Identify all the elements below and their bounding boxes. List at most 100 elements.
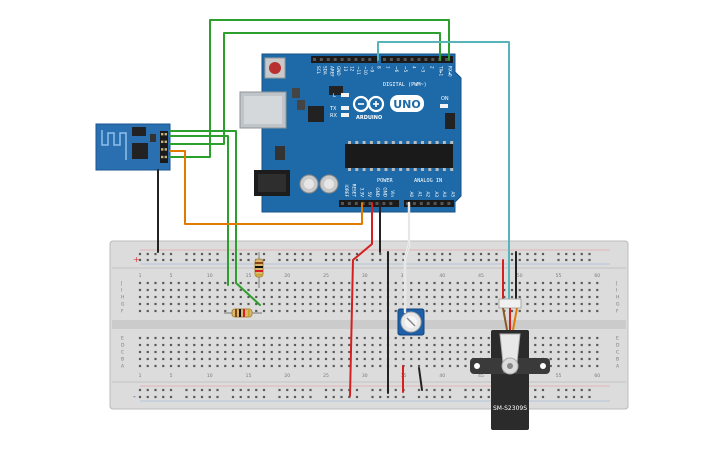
row-letter: D	[616, 343, 620, 349]
column-number: 1	[139, 273, 142, 279]
rail-plus-label: +	[133, 255, 140, 264]
column-number: 55	[556, 373, 562, 379]
bottom-pin-label: Vin	[390, 190, 395, 197]
row-letter: A	[616, 364, 620, 370]
row-letter: I	[121, 288, 122, 294]
bottom-pin-label: GND	[383, 187, 388, 197]
row-letter: I	[616, 288, 617, 294]
wire-black-pot[interactable]	[418, 367, 423, 391]
top-pin-label: ~6	[394, 66, 399, 73]
esp-header	[160, 131, 168, 163]
power-header-label: POWER	[377, 178, 393, 184]
rail-minus-label: -	[133, 392, 136, 401]
bottom-pin-label: RESET	[352, 184, 357, 198]
potentiometer[interactable]	[397, 308, 425, 336]
column-number: 60	[594, 273, 600, 279]
wire-red-5v[interactable]	[349, 202, 373, 397]
wire-orange-3v3[interactable]	[169, 150, 363, 225]
row-letter: A	[121, 364, 125, 370]
column-number: 5	[170, 273, 173, 279]
arduino-logo-icon	[352, 95, 385, 113]
top-pin-label: GND	[336, 66, 341, 76]
bottom-pin-label: A4	[442, 191, 447, 197]
tx-led-label: TX	[329, 106, 337, 112]
top-pin-label: 12	[350, 66, 355, 72]
top-pin-label: 4	[412, 66, 417, 69]
servo-label: SM-S2309S	[493, 405, 527, 412]
bottom-pin-label: A0	[409, 191, 414, 197]
column-number: 20	[284, 273, 290, 279]
column-number: 60	[594, 373, 600, 379]
on-led-label: ON	[441, 96, 449, 102]
top-pin-label: ~9	[370, 66, 375, 73]
row-letter: H	[121, 295, 124, 301]
resistor-horizontal[interactable]	[224, 308, 262, 318]
row-letter: F	[121, 309, 124, 315]
wire-green-bb2[interactable]	[169, 130, 261, 306]
column-number: 10	[207, 273, 213, 279]
digital-header-high	[311, 56, 377, 63]
row-letter: B	[121, 357, 124, 363]
digital-header-low	[381, 56, 453, 63]
row-letter: G	[121, 302, 125, 308]
wires	[157, 19, 517, 397]
column-number: 40	[439, 373, 445, 379]
top-pin-label: SDA	[323, 66, 328, 75]
column-number: 35	[401, 273, 407, 279]
l-led-label: L	[333, 93, 336, 99]
column-number: 15	[246, 273, 252, 279]
row-letter: E	[616, 336, 619, 342]
bottom-pin-label: A3	[434, 191, 439, 197]
esp8266-wifi-module[interactable]	[95, 123, 171, 171]
column-number: 50	[517, 273, 523, 279]
top-pin-label: ~11	[356, 66, 361, 75]
column-number: 30	[362, 273, 368, 279]
arduino-uno-board[interactable]: L TX RX ON ARDUINO UNO DIGITAL (PWM~) PO…	[239, 53, 462, 213]
resistor-vertical[interactable]	[254, 252, 264, 288]
column-number: 45	[478, 273, 484, 279]
top-pin-label: ~10	[363, 66, 368, 75]
digital-header-label: DIGITAL (PWM~)	[383, 82, 427, 88]
top-pin-label: AREF	[329, 66, 334, 77]
top-pin-label: TX▸1	[438, 65, 443, 77]
bottom-pin-label: IOREF	[344, 185, 349, 198]
wire-teal-signal[interactable]	[377, 41, 510, 301]
row-letter: H	[616, 295, 619, 301]
bottom-pin-label: A5	[451, 191, 456, 197]
bottom-pin-label: A2	[426, 191, 431, 197]
arduino-logo-text: ARDUINO	[356, 115, 382, 121]
column-number: 55	[556, 273, 562, 279]
column-number: 1	[139, 373, 142, 379]
reset-button[interactable]	[269, 62, 281, 74]
uno-label: UNO	[393, 98, 421, 111]
bottom-pin-label: 3.3V	[359, 187, 364, 197]
analog-header-label: ANALOG IN	[414, 178, 442, 184]
bottom-pin-label: A1	[417, 191, 422, 197]
breadboard-holes	[138, 252, 599, 399]
column-number: 40	[439, 273, 445, 279]
potentiometer-knob-icon	[406, 317, 416, 327]
servo-motor[interactable]: SM-S2309S	[470, 298, 550, 430]
wire-green-bb1[interactable]	[169, 135, 229, 286]
column-number: 45	[478, 373, 484, 379]
column-number: 25	[323, 273, 329, 279]
top-pin-label: ~3	[421, 66, 426, 73]
row-letter: D	[121, 343, 125, 349]
column-number: 15	[246, 373, 252, 379]
top-pin-label: SCL	[316, 66, 321, 75]
column-number: 30	[362, 373, 368, 379]
row-letter: J	[120, 281, 122, 287]
atmega-chip	[345, 144, 453, 168]
top-pin-label: 13	[343, 66, 348, 72]
wire-green-tx[interactable]	[169, 19, 450, 158]
top-pin-label: 7	[385, 66, 390, 69]
top-pin-label: RX◂0	[447, 66, 452, 77]
row-letter: J	[615, 281, 617, 287]
pcb-antenna-icon	[101, 130, 127, 160]
row-letter: B	[616, 357, 619, 363]
